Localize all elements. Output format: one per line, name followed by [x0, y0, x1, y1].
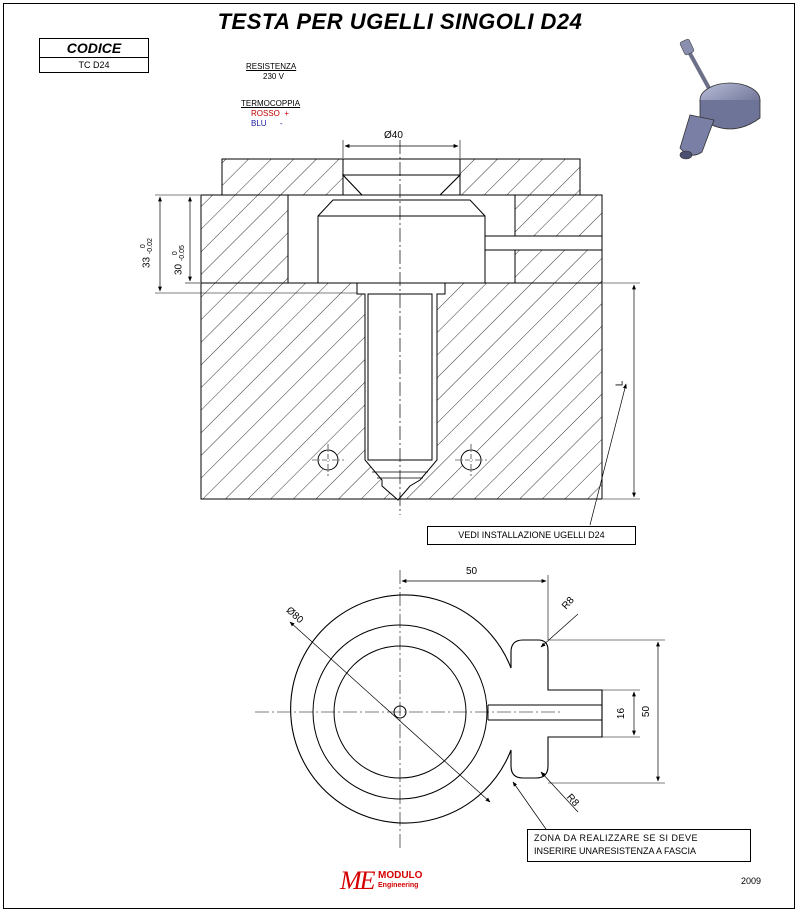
dim-33-group: 33 0 -0.02: [140, 238, 154, 268]
sheet-border: [3, 3, 795, 909]
dim-30-tol-lower: -0.05: [179, 245, 186, 262]
resistenza-note: RESISTENZA 230 V: [246, 62, 296, 82]
zone-callout-line1: ZONA DA REALIZZARE SE SI DEVE: [534, 833, 699, 843]
dim-length: L: [614, 380, 626, 387]
codice-value: TC D24: [78, 60, 110, 70]
logo-mark: ME: [340, 866, 376, 895]
install-callout-text: VEDI INSTALLAZIONE UGELLI D24: [458, 530, 605, 540]
zone-callout: ZONA DA REALIZZARE SE SI DEVE INSERIRE U…: [527, 829, 751, 862]
section-view: [155, 140, 640, 526]
dim-30-group: 30 0 -0.05: [172, 245, 186, 275]
install-callout: VEDI INSTALLAZIONE UGELLI D24: [427, 526, 636, 545]
termocoppia-blu: BLU -: [251, 119, 283, 128]
termocoppia-label: TERMOCOPPIA: [241, 99, 301, 108]
drawing-year: 2009: [741, 876, 762, 886]
drawing-title: TESTA PER UGELLI SINGOLI D24: [217, 9, 583, 34]
dim-top-diameter: Ø40: [384, 130, 403, 141]
dim-30-tol-upper: 0: [172, 251, 179, 256]
dim-33-tol-upper: 0: [140, 244, 147, 249]
termocoppia-rosso: ROSSO +: [251, 109, 290, 118]
codice-header: CODICE: [40, 39, 148, 58]
dim-33: 33: [141, 256, 153, 268]
plan-view: [255, 570, 665, 850]
dim-33-tol-lower: -0.02: [147, 238, 154, 255]
dim-slot-16: 16: [616, 707, 628, 720]
logo-sub: Engineering: [378, 882, 419, 889]
codice-box: CODICE TC D24: [39, 38, 149, 73]
zone-callout-line2: INSERIRE UNARESISTENZA A FASCIA: [534, 846, 697, 856]
resistenza-value: 230 V: [263, 72, 284, 81]
dim-30: 30: [173, 263, 185, 275]
logo-name: MODULO: [378, 870, 423, 881]
resistenza-label: RESISTENZA: [246, 62, 297, 71]
dim-width-50: 50: [466, 566, 478, 577]
dim-height-50: 50: [641, 705, 653, 718]
isometric-view: [679, 38, 761, 160]
termocoppia-note: TERMOCOPPIA ROSSO + BLU -: [241, 99, 300, 129]
